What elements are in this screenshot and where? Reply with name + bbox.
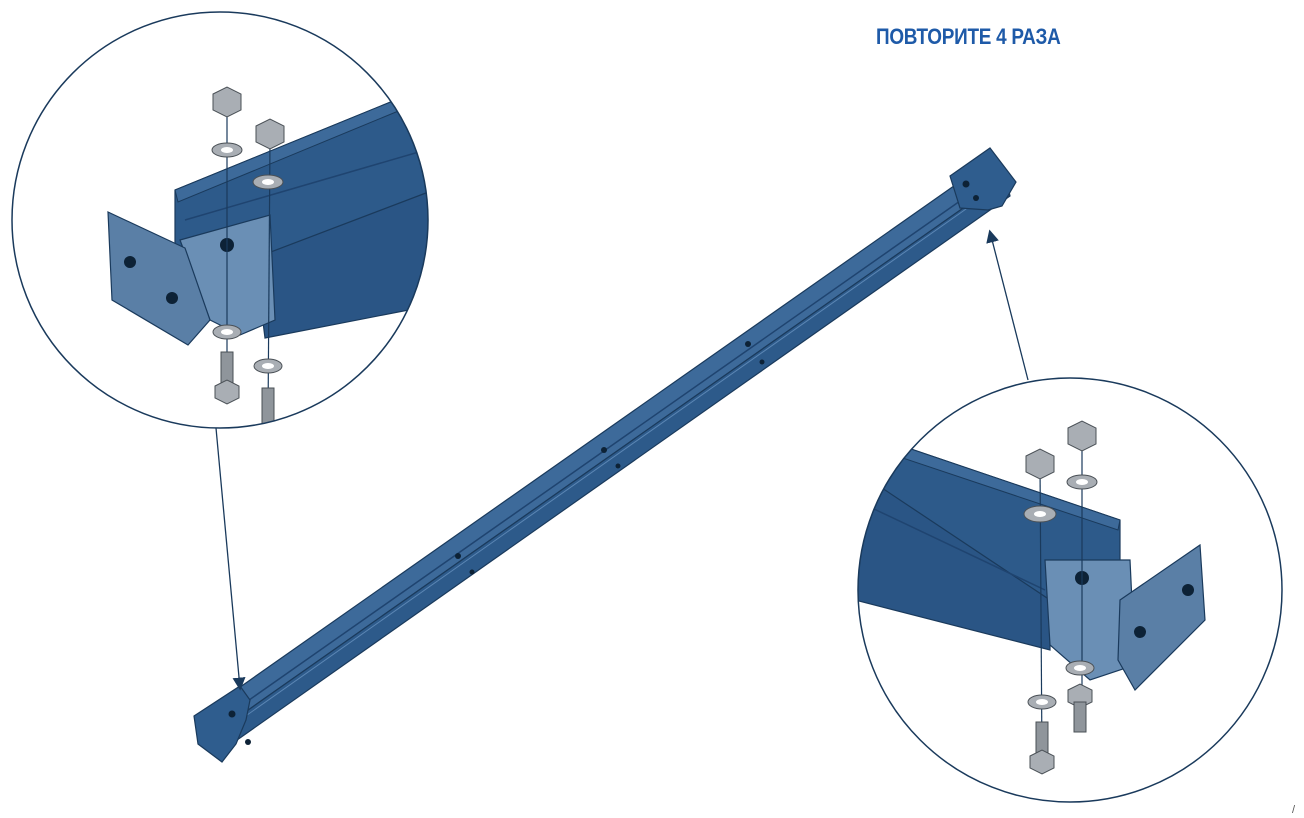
nut bbox=[212, 86, 242, 118]
detail-left-end bbox=[11, 11, 429, 429]
bolt bbox=[1073, 701, 1087, 733]
nut bbox=[1067, 420, 1097, 452]
callout-arrow-right bbox=[986, 229, 1029, 381]
detail-right-end bbox=[857, 377, 1283, 803]
flange bbox=[107, 211, 211, 346]
nut bbox=[255, 118, 285, 150]
end-plate bbox=[1044, 559, 1136, 681]
flange bbox=[1117, 543, 1206, 691]
callout-arrow-left bbox=[215, 427, 246, 691]
nut bbox=[1025, 448, 1055, 480]
page-mark: / bbox=[1292, 804, 1296, 816]
beam-left-bracket bbox=[193, 685, 251, 763]
beam-right-bracket bbox=[949, 147, 1017, 211]
bolt bbox=[261, 387, 275, 425]
main-beam bbox=[193, 147, 1017, 763]
repeat-instruction: ПОВТОРИТЕ 4 РАЗА bbox=[876, 24, 1061, 49]
